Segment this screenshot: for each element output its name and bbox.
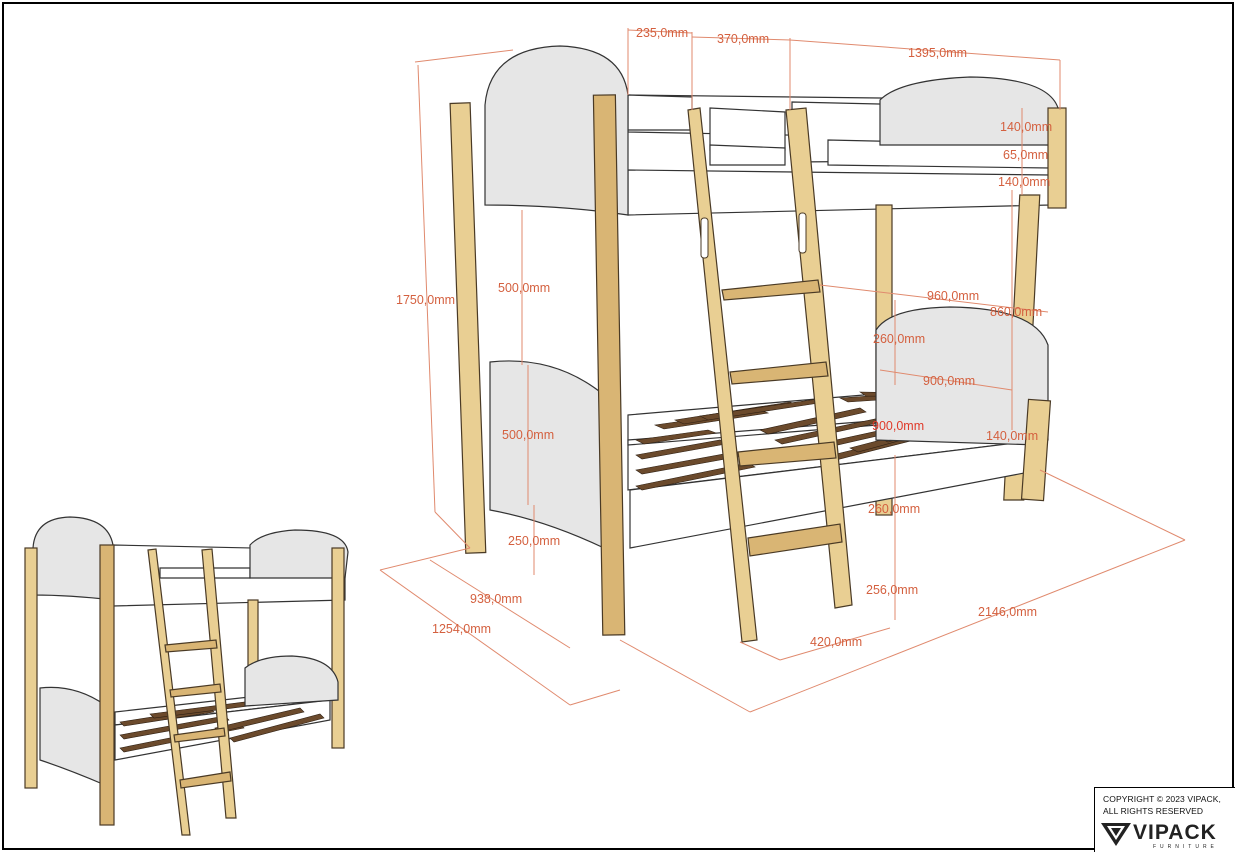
copyright-line-2: ALL RIGHTS RESERVED [1103,806,1204,816]
brand-name: VIPACK [1133,821,1217,844]
dim-ladder-step: 256,0mm [866,583,918,597]
dim-footboard-height: 260,0mm [873,332,925,346]
copyright-box: COPYRIGHT © 2023 VIPACK, ALL RIGHTS RESE… [1094,787,1235,852]
dim-top-ladder-gap: 370,0mm [717,32,769,46]
dim-rail-lower: 140,0mm [998,175,1050,189]
dim-total-length: 2146,0mm [978,605,1037,619]
dim-total-depth: 1254,0mm [432,622,491,636]
dim-ladder-base: 420,0mm [810,635,862,649]
dim-total-height: 1750,0mm [396,293,455,307]
dim-post-upper: 500,0mm [498,281,550,295]
ladder [687,107,853,643]
dim-floor-clearance: 250,0mm [508,534,560,548]
vipack-logo-icon [1101,823,1131,846]
dim-rail-gap: 65,0mm [1003,148,1048,162]
dim-mattress-width: 960,0mm [927,289,979,303]
dim-footboard-width: 860,0mm [990,305,1042,319]
dim-inner-width: 900,0mm [923,374,975,388]
main-bed-illustration [449,45,1067,643]
dim-rail-upper: 140,0mm [1000,120,1052,134]
dim-top-left-gap: 235,0mm [636,26,688,40]
brand-subtitle: FURNITURE [1153,844,1218,850]
dim-post-lower: 500,0mm [502,428,554,442]
dimension-labels: 235,0mm 370,0mm 1395,0mm 140,0mm 65,0mm … [396,26,1052,649]
dimension-lines [379,28,1186,713]
dim-side-depth: 938,0mm [470,592,522,606]
dim-bed-height: 260,0mm [868,502,920,516]
dim-lower-rail: 140,0mm [986,429,1038,443]
copyright-line-1: COPYRIGHT © 2023 VIPACK, [1103,794,1221,804]
preview-bed-illustration [24,516,349,836]
dim-top-rail-length: 1395,0mm [908,46,967,60]
dim-slat-label: 900,0mm [872,419,924,433]
